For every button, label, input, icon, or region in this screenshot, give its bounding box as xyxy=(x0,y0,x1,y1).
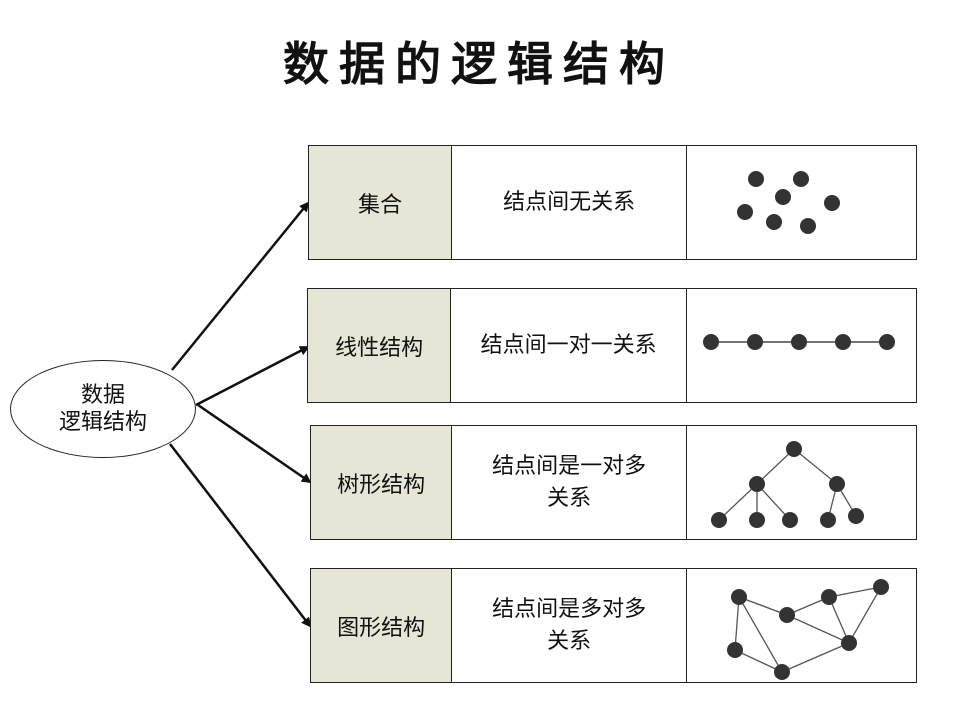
tree-node-leaf xyxy=(711,511,727,528)
graph-node xyxy=(873,578,889,595)
graph-node xyxy=(821,588,837,605)
linear-node xyxy=(747,333,763,350)
set-node xyxy=(824,194,840,211)
linear-diagram xyxy=(703,333,895,350)
root-node-logical-structure: 数据 逻辑结构 xyxy=(10,360,196,458)
row-description: 结点间一对一关系 xyxy=(451,289,687,402)
row-name: 线性结构 xyxy=(308,289,452,402)
arrow-to-tree xyxy=(197,403,312,484)
row-name: 图形结构 xyxy=(311,569,453,682)
row-description: 结点间是一对多 关系 xyxy=(452,426,687,539)
set-node xyxy=(775,188,791,205)
arrow-to-graph xyxy=(169,443,312,628)
set-node xyxy=(793,170,809,187)
row-description: 结点间无关系 xyxy=(452,146,687,259)
edge xyxy=(756,483,791,520)
tree-node-leaf xyxy=(749,511,765,528)
row-set: 集合 结点间无关系 xyxy=(308,145,917,260)
linear-node xyxy=(703,333,719,350)
edge xyxy=(734,648,783,673)
linear-node xyxy=(835,333,851,350)
row-tree: 树形结构 结点间是一对多 关系 xyxy=(310,425,917,540)
linear-node xyxy=(879,333,895,350)
row-graph: 图形结构 结点间是多对多 关系 xyxy=(310,568,917,683)
edge xyxy=(756,448,795,484)
edge xyxy=(786,613,850,644)
tree-node-root xyxy=(786,440,802,457)
tree-node-leaf xyxy=(820,511,836,528)
edge xyxy=(734,596,740,650)
set-diagram xyxy=(737,170,840,234)
edge xyxy=(848,586,882,643)
edge xyxy=(738,596,783,672)
row-diagram xyxy=(687,569,916,682)
edge xyxy=(793,447,838,485)
set-node xyxy=(766,213,782,230)
tree-node-leaf xyxy=(782,511,798,528)
edge xyxy=(828,596,850,643)
row-name: 树形结构 xyxy=(311,426,453,539)
arrow-to-set xyxy=(171,201,310,371)
tree-node-leaf xyxy=(848,507,864,524)
tree-node xyxy=(829,475,845,492)
edge xyxy=(718,483,758,520)
tree-node xyxy=(749,475,765,492)
set-node xyxy=(800,217,816,234)
edge xyxy=(828,585,882,598)
row-diagram xyxy=(687,289,916,402)
root-label-line2: 逻辑结构 xyxy=(58,410,147,435)
arrow-to-linear xyxy=(195,345,310,407)
tree-diagram xyxy=(711,440,864,528)
row-diagram xyxy=(687,146,916,259)
edge xyxy=(781,641,850,673)
graph-node xyxy=(731,588,747,605)
row-name: 集合 xyxy=(309,146,453,259)
graph-node xyxy=(779,606,795,623)
row-diagram xyxy=(687,426,916,539)
linear-node xyxy=(791,333,807,350)
row-description: 结点间是多对多 关系 xyxy=(452,569,687,682)
graph-node xyxy=(774,663,790,680)
page-title: 数据的逻辑结构 xyxy=(283,37,675,91)
graph-diagram xyxy=(727,578,889,680)
root-label-line1: 数据 xyxy=(80,383,125,408)
edge xyxy=(738,595,788,616)
set-node xyxy=(737,203,753,220)
row-linear: 线性结构 结点间一对一关系 xyxy=(307,288,917,403)
graph-node xyxy=(727,641,743,658)
graph-node xyxy=(841,634,857,651)
set-node xyxy=(748,170,764,187)
